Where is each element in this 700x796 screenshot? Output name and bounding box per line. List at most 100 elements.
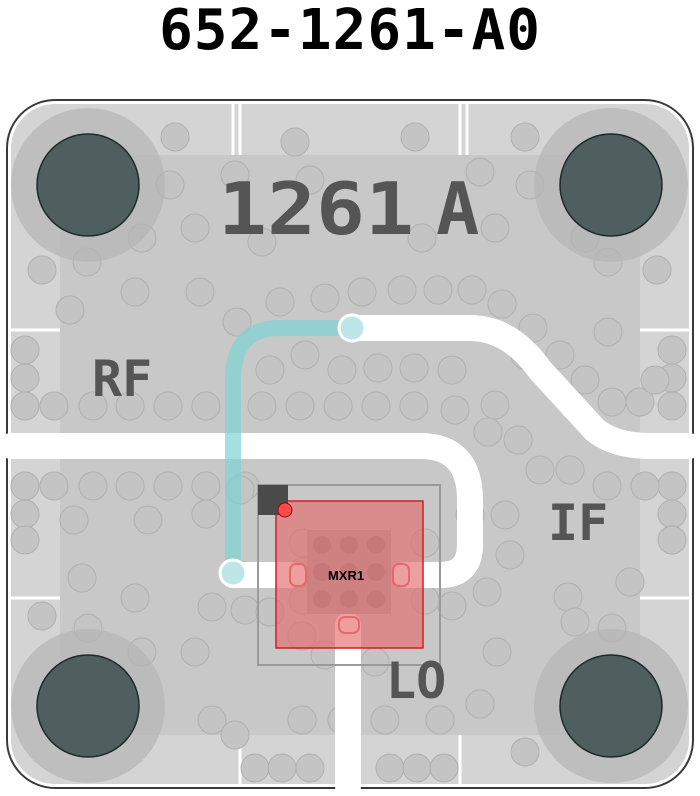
via — [625, 387, 655, 417]
via — [429, 753, 459, 783]
via — [191, 391, 221, 421]
via — [27, 601, 57, 631]
via — [180, 213, 210, 243]
silk-revision: A — [436, 167, 479, 251]
via — [545, 340, 575, 370]
via — [27, 255, 57, 285]
pin1-dot — [277, 502, 293, 518]
via — [230, 595, 260, 625]
via — [642, 255, 672, 285]
rf-via-top — [337, 313, 367, 343]
via — [630, 471, 660, 501]
via — [267, 753, 297, 783]
via — [465, 689, 495, 719]
via — [657, 525, 687, 555]
mxr1-highlight[interactable] — [275, 500, 424, 649]
via — [10, 363, 40, 393]
via — [480, 390, 510, 420]
via — [457, 275, 487, 305]
if-port-label: IF — [548, 494, 608, 552]
via — [553, 582, 583, 612]
via — [310, 283, 340, 313]
via — [402, 753, 432, 783]
via — [399, 391, 429, 421]
via — [160, 122, 190, 152]
via — [39, 391, 69, 421]
via — [120, 583, 150, 613]
via — [495, 540, 525, 570]
via — [67, 563, 97, 593]
via — [657, 335, 687, 365]
via — [255, 355, 285, 385]
via — [191, 471, 221, 501]
via — [400, 122, 430, 152]
via — [472, 577, 502, 607]
via — [287, 705, 317, 735]
via — [10, 471, 40, 501]
rf-input-trace — [0, 433, 483, 588]
rf-port-label: RF — [92, 350, 152, 408]
via — [437, 591, 467, 621]
via — [10, 335, 40, 365]
via — [280, 127, 310, 157]
mounting-holes — [11, 108, 688, 783]
via — [295, 753, 325, 783]
via — [220, 720, 250, 750]
via — [593, 317, 623, 347]
via — [10, 525, 40, 555]
via — [240, 753, 270, 783]
via — [487, 289, 517, 319]
via — [423, 275, 453, 305]
via — [360, 647, 390, 677]
via — [10, 499, 40, 529]
via — [592, 471, 622, 501]
via — [503, 425, 533, 455]
via — [197, 592, 227, 622]
via — [440, 395, 470, 425]
via — [133, 505, 163, 535]
via — [465, 157, 495, 187]
via — [657, 471, 687, 501]
mounting-hole-top-left — [11, 108, 165, 262]
via — [185, 277, 215, 307]
via — [555, 455, 585, 485]
via — [197, 705, 227, 735]
via — [407, 223, 437, 253]
via — [327, 355, 357, 385]
via — [347, 277, 377, 307]
via — [222, 307, 252, 337]
silk-part-id: 1261 — [218, 167, 414, 251]
courtyard — [257, 484, 441, 666]
lo-port-label: LO — [386, 652, 446, 710]
via — [510, 737, 540, 767]
via — [55, 295, 85, 325]
via — [525, 455, 555, 485]
via — [115, 471, 145, 501]
via — [290, 340, 320, 370]
via — [247, 227, 277, 257]
via — [78, 471, 108, 501]
via — [490, 500, 520, 530]
via — [437, 355, 467, 385]
mounting-hole-bottom-left — [11, 629, 165, 783]
rf-highlight-trace — [225, 320, 360, 580]
via — [247, 391, 277, 421]
via — [323, 391, 353, 421]
mounting-hole-top-right — [534, 108, 688, 262]
via — [191, 499, 221, 529]
via — [597, 387, 627, 417]
via — [657, 499, 687, 529]
via — [220, 160, 250, 190]
if-output-trace — [339, 315, 700, 459]
component-designator: MXR1 — [328, 568, 364, 583]
via — [120, 277, 150, 307]
via — [570, 365, 600, 395]
via — [78, 391, 108, 421]
via — [615, 567, 645, 597]
via — [480, 213, 510, 243]
via — [510, 122, 540, 152]
via — [39, 471, 69, 501]
via — [363, 353, 393, 383]
via — [370, 705, 400, 735]
